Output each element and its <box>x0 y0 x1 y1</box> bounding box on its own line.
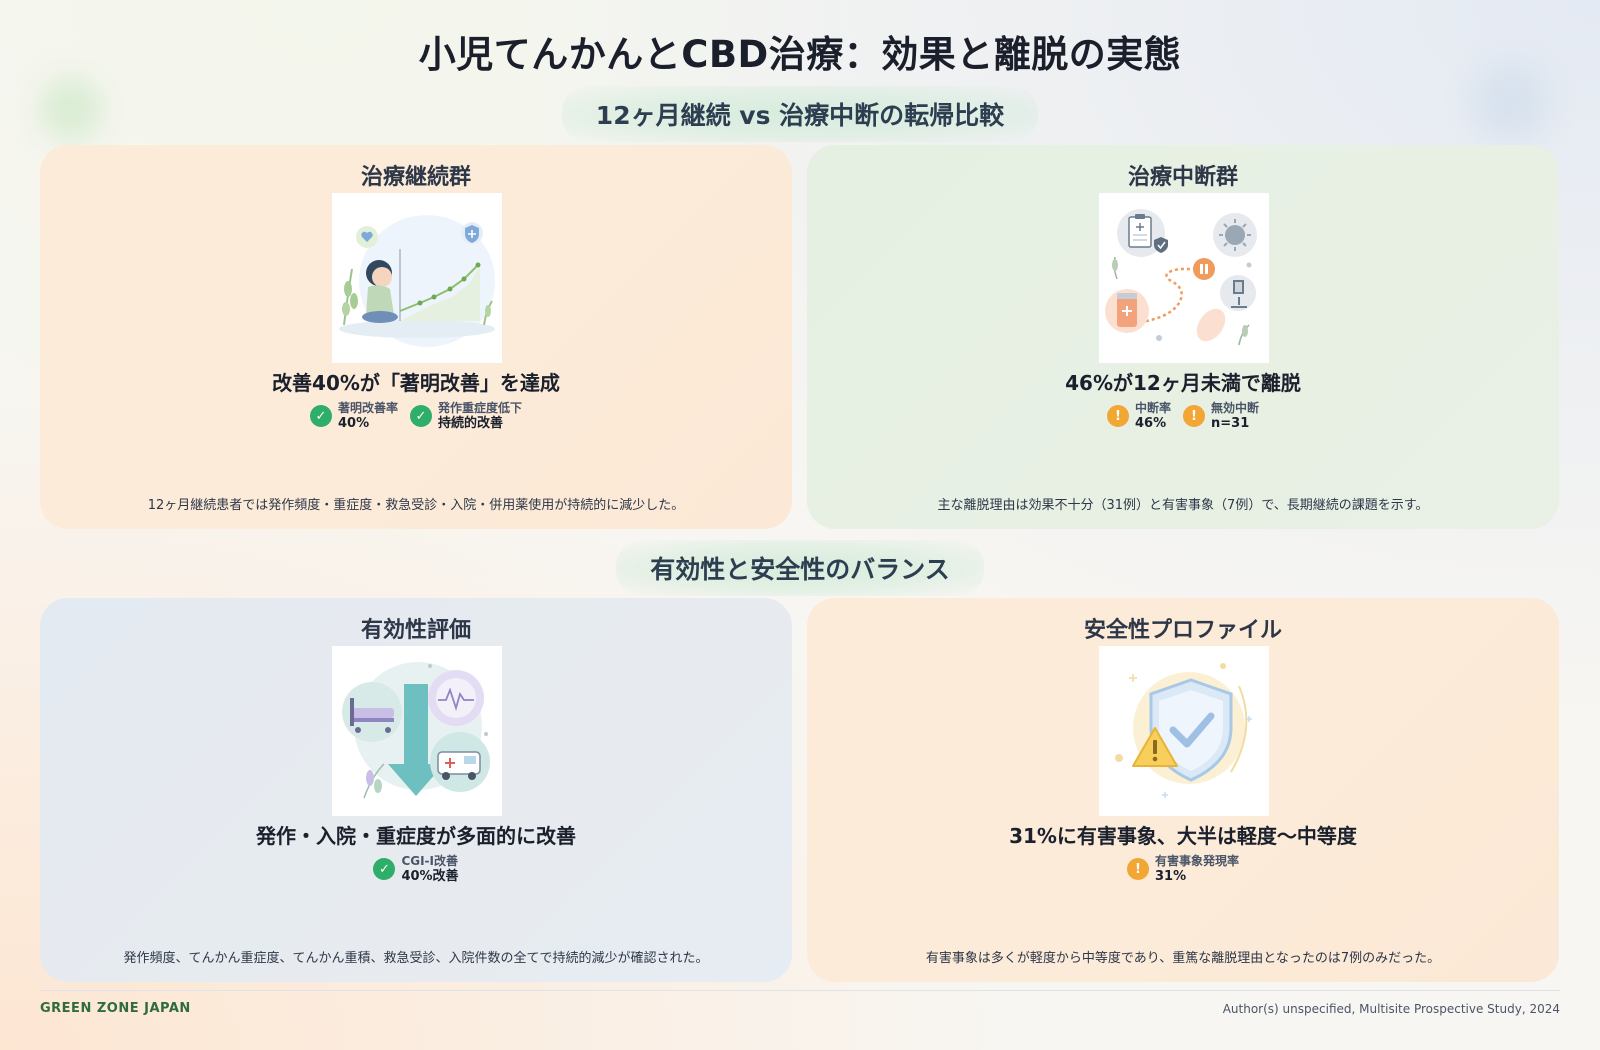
card-discontinuation-group: 治療中断群 <box>807 145 1559 529</box>
card-description: 有害事象は多くが軽度から中等度であり、重篤な離脱理由となったのは7例のみだった。 <box>925 951 1441 966</box>
child-improvement-illustration <box>332 193 502 363</box>
warning-icon: ! <box>1106 405 1129 427</box>
badge-label: 発作重症度低下 <box>438 401 523 415</box>
decorative-blob-left <box>40 78 102 140</box>
decorative-blob-right <box>1472 62 1550 140</box>
section-title-balance: 有効性と安全性のバランス <box>0 540 1600 596</box>
treatment-discontinuation-illustration <box>1099 193 1269 363</box>
badge-adverse-event-rate: ! 有害事象発現率 31% <box>1126 854 1239 884</box>
card-continuation-group: 治療継続群 改 <box>40 145 792 529</box>
check-icon: ✓ <box>373 858 396 880</box>
card-headline: 46%が12ヶ月未満で離脱 <box>1065 371 1301 395</box>
card-title: 有効性評価 <box>360 618 471 643</box>
badge-marked-improvement-rate: ✓ 著明改善率 40% <box>309 401 398 431</box>
badge-cgi-improvement: ✓ CGI-I改善 40%改善 <box>373 854 459 884</box>
footer-brand: GREEN ZONE JAPAN <box>40 1001 191 1016</box>
badge-value: 40%改善 <box>401 869 459 884</box>
badge-group: ✓ CGI-I改善 40%改善 <box>40 854 792 884</box>
badge-value: n=31 <box>1211 416 1250 431</box>
card-safety-profile: 安全性プロファイル 31%に有害事象、大半は軽度〜中等度 ! 有害事象発現率 3… <box>807 598 1559 982</box>
badge-value: 40% <box>337 416 370 431</box>
card-headline: 31%に有害事象、大半は軽度〜中等度 <box>1009 824 1357 848</box>
card-title: 安全性プロファイル <box>1083 618 1282 643</box>
badge-group: ! 有害事象発現率 31% <box>807 854 1559 884</box>
page-title: 小児てんかんとCBD治療：効果と離脱の実態 <box>418 33 1182 76</box>
badge-group: ! 中断率 46% ! 無効中断 n=31 <box>807 401 1559 431</box>
badge-value: 46% <box>1134 416 1167 431</box>
footer-citation: Author(s) unspecified, Multisite Prospec… <box>1222 1002 1560 1016</box>
badge-label: 有害事象発現率 <box>1154 854 1239 868</box>
card-efficacy-evaluation: 有効性評価 発作・入院・重症度が多面的に改 <box>40 598 792 982</box>
check-icon: ✓ <box>309 405 332 427</box>
badge-value: 持続的改善 <box>438 416 504 431</box>
badge-discontinuation-rate: ! 中断率 46% <box>1106 401 1171 431</box>
badge-label: 著明改善率 <box>337 401 398 415</box>
section-title-comparison-label: 12ヶ月継続 vs 治療中断の転帰比較 <box>561 86 1039 142</box>
safety-shield-illustration <box>1099 646 1269 816</box>
badge-ineffective-discontinuation: ! 無効中断 n=31 <box>1183 401 1259 431</box>
card-title: 治療中断群 <box>1127 165 1238 190</box>
card-headline: 発作・入院・重症度が多面的に改善 <box>256 824 576 848</box>
card-headline: 改善40%が「著明改善」を達成 <box>272 371 560 395</box>
check-icon: ✓ <box>410 405 432 427</box>
card-description: 主な離脱理由は効果不十分（31例）と有害事象（7例）で、長期継続の課題を示す。 <box>937 498 1429 513</box>
badge-value: 31% <box>1154 869 1187 884</box>
footer-divider <box>40 990 1560 991</box>
section-title-balance-label: 有効性と安全性のバランス <box>616 540 984 596</box>
warning-icon: ! <box>1126 858 1149 880</box>
badge-group: ✓ 著明改善率 40% ✓ 発作重症度低下 持続的改善 <box>40 401 792 431</box>
badge-severity-reduction: ✓ 発作重症度低下 持続的改善 <box>410 401 522 431</box>
badge-label: 無効中断 <box>1211 401 1260 415</box>
warning-icon: ! <box>1183 405 1205 427</box>
efficacy-illustration <box>332 646 502 816</box>
card-title: 治療継続群 <box>360 165 471 190</box>
badge-label: 中断率 <box>1134 401 1171 415</box>
card-description: 12ヶ月継続患者では発作頻度・重症度・救急受診・入院・併用薬使用が持続的に減少し… <box>147 498 685 513</box>
badge-label: CGI-I改善 <box>401 854 459 868</box>
section-title-comparison: 12ヶ月継続 vs 治療中断の転帰比較 <box>0 86 1600 142</box>
card-description: 発作頻度、てんかん重症度、てんかん重積、救急受診、入院件数の全てで持続的減少が確… <box>123 951 709 966</box>
